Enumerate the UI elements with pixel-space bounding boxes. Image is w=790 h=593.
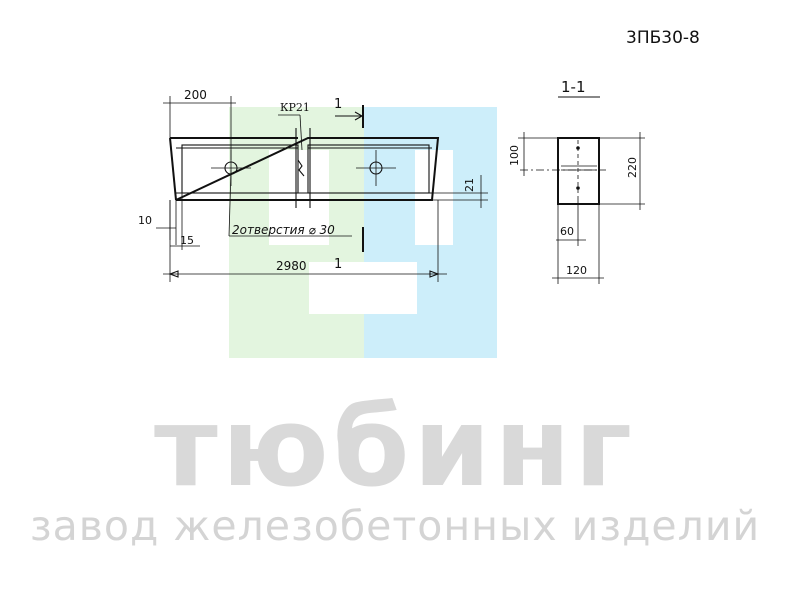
rebar-frame-right [307,144,430,194]
dimension-10: 10 [138,200,177,245]
rebar-mark-label: КР21 [280,101,310,114]
rebar-frame-left [181,144,299,194]
dim-60-label: 60 [560,225,574,238]
cross-section: 1-1 [520,78,606,205]
hole-right [356,150,396,186]
break-mark [295,128,311,208]
dim-120-label: 120 [566,264,587,277]
logo-white-gap-left [269,150,329,245]
cut-mark-bottom-label: 1 [334,257,342,272]
cut-mark-top-label: 1 [334,97,342,112]
section-label: 1-1 [561,78,586,96]
logo-white-gap-right [415,150,453,245]
product-code: 3ПБ30-8 [626,28,700,48]
section-cut-bottom: 1 [334,227,364,272]
beam-outline [170,137,440,201]
dimension-60: 60 [556,200,586,246]
dimension-120: 120 [552,204,604,284]
beam-elevation [169,128,440,208]
watermark-tagline: завод железобетонных изделий [29,502,761,550]
dim-100-label: 100 [508,145,521,166]
holes-note-label: 2отверстия ⌀ 30 [232,223,335,237]
section-cut-top: 1 [334,97,364,128]
dimension-200: 200 [163,88,236,160]
watermark-logo-name: тюбинг [153,383,637,511]
dim-21-label: 21 [463,178,476,192]
section-outline [557,137,600,205]
dimension-100: 100 [508,132,558,176]
dim-2980-label: 2980 [276,259,307,273]
beam-outline-left-top [169,137,177,201]
dimension-2980: 2980 [163,200,447,282]
dimension-15: 15 [170,193,200,250]
dim-220-label: 220 [626,157,639,178]
dimension-220: 220 [599,132,645,210]
dim-10-label: 10 [138,214,152,227]
holes-note: 2отверстия ⌀ 30 [228,169,352,237]
dim-200-label: 200 [184,88,207,102]
rebar-callout: КР21 [278,101,310,151]
dimension-21: 21 [432,175,488,208]
logo-white-bottom [309,262,417,314]
dim-15-label: 15 [180,234,194,247]
